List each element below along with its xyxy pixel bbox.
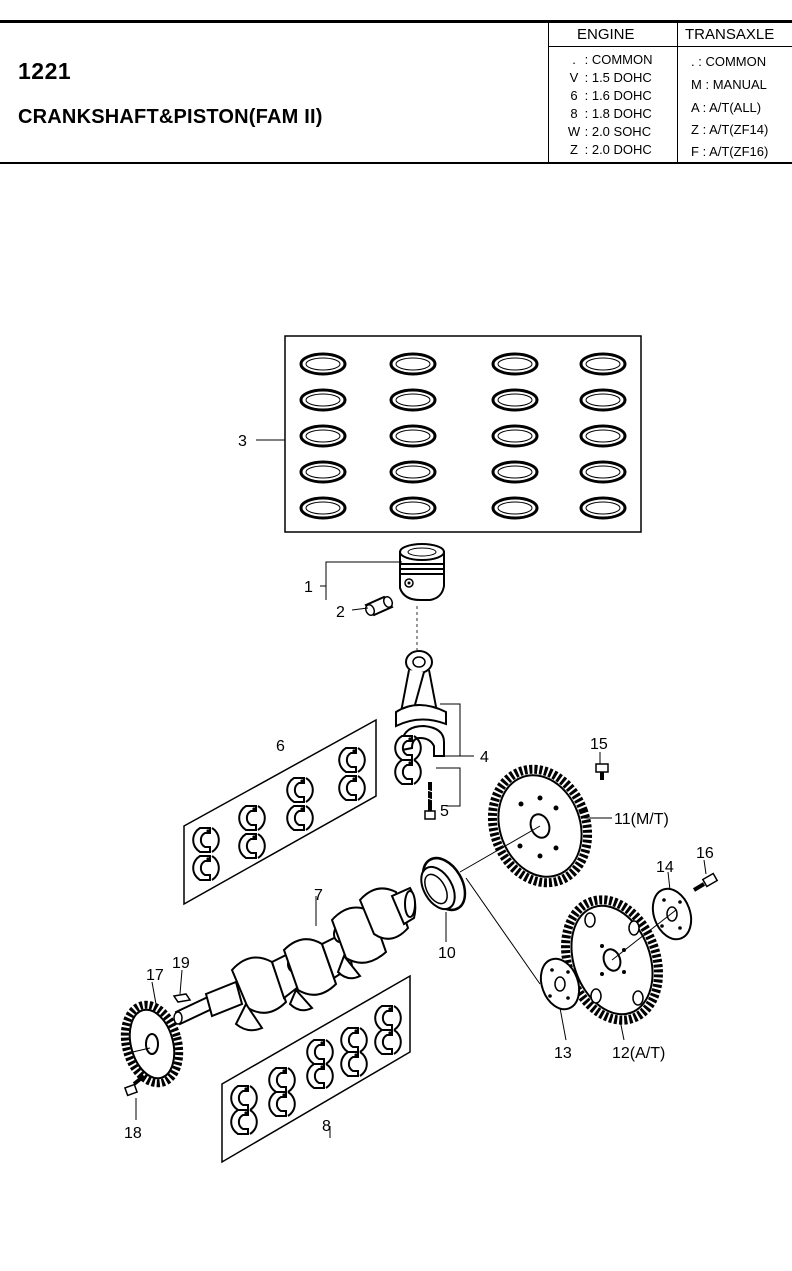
reinforcement-plate xyxy=(651,887,693,941)
engine-row: V : 1.5 DOHC xyxy=(567,69,652,87)
header-bottom-rule xyxy=(0,162,792,164)
engine-header: ENGINE xyxy=(577,26,635,43)
engine-key: . xyxy=(572,52,576,67)
callout-17: 17 xyxy=(146,967,164,984)
callout-11: 11(M/T) xyxy=(614,811,669,828)
transaxle-row: F : A/T(ZF16) xyxy=(691,144,769,159)
main-bearing-set xyxy=(221,974,411,1164)
engine-key: 6 xyxy=(570,88,578,103)
callout-12: 12(A/T) xyxy=(612,1045,665,1062)
transaxle-key: F xyxy=(691,144,699,159)
crankshaft-gear xyxy=(120,1000,184,1088)
transaxle-key: M xyxy=(691,77,702,92)
flexplate-spacer xyxy=(539,957,581,1011)
callout-18: 18 xyxy=(124,1125,142,1142)
callout-1: 1 xyxy=(304,579,313,596)
callout-5: 5 xyxy=(440,803,449,820)
engine-value: 1.5 DOHC xyxy=(591,70,652,85)
transaxle-value: COMMON xyxy=(705,54,767,69)
transaxle-row: M : MANUAL xyxy=(691,77,767,92)
engine-key: Z xyxy=(570,142,578,157)
callout-3: 3 xyxy=(238,433,247,450)
callout-8: 8 xyxy=(322,1118,331,1135)
parts-header: 1221 CRANKSHAFT&PISTON(FAM II) ENGINE TR… xyxy=(0,0,792,166)
callout-6: 6 xyxy=(276,738,285,755)
engine-row: 6 : 1.6 DOHC xyxy=(567,87,652,105)
transaxle-value: A/T(ZF14) xyxy=(709,122,769,137)
transaxle-row: . : COMMON xyxy=(691,54,767,69)
piston xyxy=(399,543,445,601)
header-top-rule xyxy=(0,20,792,23)
transaxle-value: MANUAL xyxy=(712,77,767,92)
legend-header-divider xyxy=(549,46,792,47)
connecting-rod xyxy=(395,650,447,757)
transaxle-header: TRANSAXLE xyxy=(685,26,775,43)
engine-value: 1.6 DOHC xyxy=(591,88,652,103)
rod-bolt xyxy=(424,782,436,820)
engine-row: . : COMMON xyxy=(567,51,653,69)
leader-lines xyxy=(123,439,707,1138)
rear-oil-seal xyxy=(420,856,467,912)
diagram-title: CRANKSHAFT&PISTON(FAM II) xyxy=(18,106,323,128)
callout-19: 19 xyxy=(172,955,190,972)
callout-14: 14 xyxy=(656,859,674,876)
exploded-parts-diagram: 3 1 2 6 4 5 15 11(M/T) 7 10 14 16 17 19 … xyxy=(120,335,719,1164)
transaxle-key: Z xyxy=(691,122,699,137)
diagram-code: 1221 xyxy=(18,58,72,84)
gear-bolt xyxy=(123,1074,146,1097)
piston-pin xyxy=(364,595,394,617)
engine-row: 8 : 1.8 DOHC xyxy=(567,105,652,123)
callout-16: 16 xyxy=(696,845,714,862)
engine-row: W : 2.0 SOHC xyxy=(567,124,652,139)
transaxle-value: A/T(ALL) xyxy=(709,100,762,115)
transaxle-value: A/T(ZF16) xyxy=(709,144,769,159)
rod-bearing-set xyxy=(183,718,422,906)
engine-value: 1.8 DOHC xyxy=(591,106,652,121)
piston-ring-set xyxy=(284,335,642,533)
transaxle-row: Z : A/T(ZF14) xyxy=(691,122,769,137)
callout-2: 2 xyxy=(336,604,345,621)
engine-value: 2.0 DOHC xyxy=(591,142,652,157)
transaxle-row: A : A/T(ALL) xyxy=(691,100,762,115)
flexplate-bolt xyxy=(692,872,719,892)
crankshaft xyxy=(173,886,417,1032)
callout-15: 15 xyxy=(590,736,608,753)
engine-row: Z : 2.0 DOHC xyxy=(567,141,652,159)
engine-key: W xyxy=(567,124,581,139)
callout-labels: 3 1 2 6 4 5 15 11(M/T) 7 10 14 16 17 19 … xyxy=(124,433,714,1142)
engine-key: V xyxy=(569,70,579,85)
engine-value: 2.0 SOHC xyxy=(591,124,652,139)
transaxle-key: . xyxy=(691,54,695,69)
crankshaft-key xyxy=(172,993,192,1003)
legend-column-divider xyxy=(677,23,678,162)
callout-10: 10 xyxy=(438,945,456,962)
engine-value: COMMON xyxy=(591,52,653,67)
callout-4: 4 xyxy=(480,749,489,766)
callout-7: 7 xyxy=(314,887,323,904)
flywheel-bolt xyxy=(595,763,609,780)
callout-13: 13 xyxy=(554,1045,572,1062)
transaxle-key: A xyxy=(691,100,699,115)
engine-key: 8 xyxy=(570,106,578,121)
applicability-legend: ENGINE TRANSAXLE . : COMMON V : 1.5 DOHC… xyxy=(548,23,792,162)
